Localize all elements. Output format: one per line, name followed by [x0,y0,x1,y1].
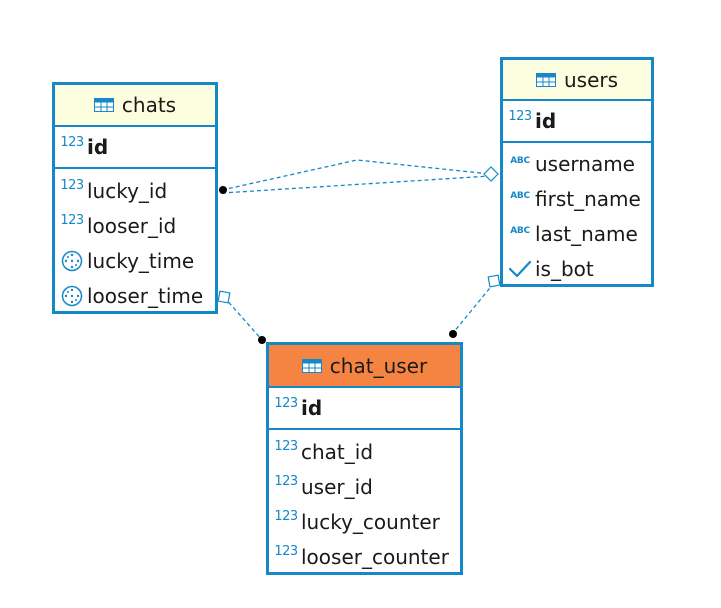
link-chats-users-line-1 [221,159,491,191]
number-icon: 123 [508,108,532,124]
column-name: looser_time [87,283,204,308]
column-row[interactable]: lucky_time [55,243,215,278]
table-icon [93,98,114,112]
number-icon: 123 [274,439,298,454]
column-row[interactable]: ABC last_name [503,216,651,251]
column-name: looser_id [87,213,177,238]
number-icon: 123 [60,134,84,150]
column-users-id[interactable]: id [535,109,557,133]
table-icon [535,72,556,87]
entity-users-header[interactable]: users [503,60,651,101]
column-row[interactable]: 123 user_id [269,469,460,504]
column-row[interactable]: ABC first_name [503,181,651,216]
column-name: lucky_id [87,178,168,203]
number-icon: 123 [274,474,298,489]
column-row[interactable]: 123 lucky_id [55,173,215,208]
column-row[interactable]: is_bot [503,251,651,286]
text-icon: ABC [510,191,530,201]
link-chats-chat-user-square [217,290,231,304]
number-icon: 123 [60,213,84,228]
link-chats-chat-user-line [223,296,263,341]
text-icon: ABC [510,226,530,236]
column-name: username [535,151,635,176]
column-chats-id[interactable]: id [87,135,109,159]
column-name: last_name [535,221,638,246]
entity-chats-columns: 123 lucky_id 123 looser_id [55,169,215,313]
entity-chats-header[interactable]: chats [55,85,215,127]
text-icon: ABC [510,156,530,166]
entity-chat-user-title: chat_user [329,353,428,378]
entity-chat-user-header[interactable]: chat_user [269,345,460,388]
column-name: lucky_time [87,248,195,273]
link-chats-users-line-2 [221,175,491,194]
number-icon: 123 [60,178,84,193]
entity-chat-user-pk-section: 123 id [269,388,460,430]
entity-chats[interactable]: chats 123 id 123 lucky_id 123 looser_id [52,82,218,314]
column-name: first_name [535,186,641,211]
column-chat-user-id[interactable]: id [301,396,323,420]
link-users-chat-user-line [452,282,495,334]
table-icon [301,358,322,373]
link-chats-users-dot [219,186,227,194]
column-name: lucky_counter [301,509,440,534]
entity-chats-title: chats [121,93,177,117]
column-name: user_id [301,474,373,499]
entity-chats-pk-section: 123 id [55,127,215,169]
checkmark-icon [507,258,533,280]
column-name: looser_counter [301,544,449,569]
column-row[interactable]: 123 looser_counter [269,539,460,574]
link-chats-chat-user-dot [258,336,266,344]
number-icon: 123 [274,509,298,524]
clock-icon [59,285,85,307]
column-name: is_bot [535,256,594,281]
link-chats-users-diamond [483,166,499,182]
column-row[interactable]: 123 looser_id [55,208,215,243]
column-row[interactable]: 123 lucky_counter [269,504,460,539]
link-users-chat-user-dot [449,330,457,338]
number-icon: 123 [274,544,298,559]
column-row[interactable]: ABC username [503,146,651,181]
link-users-chat-user [449,274,501,338]
link-chats-users [219,159,499,194]
entity-chat-user-columns: 123 chat_id 123 user_id 123 lucky_counte… [269,430,460,574]
clock-icon [59,250,85,272]
link-users-chat-user-square [487,274,501,288]
entity-chat-user[interactable]: chat_user 123 id 123 chat_id 123 user_id… [266,342,463,575]
column-name: chat_id [301,439,374,464]
column-row[interactable]: 123 chat_id [269,434,460,469]
entity-users[interactable]: users 123 id ABC username ABC first_name… [500,57,654,287]
entity-users-title: users [563,67,619,92]
link-chats-chat-user [217,290,266,344]
column-row[interactable]: looser_time [55,278,215,313]
entity-users-pk-section: 123 id [503,101,651,143]
entity-users-columns: ABC username ABC first_name ABC last_nam… [503,143,651,286]
number-icon: 123 [274,395,298,411]
